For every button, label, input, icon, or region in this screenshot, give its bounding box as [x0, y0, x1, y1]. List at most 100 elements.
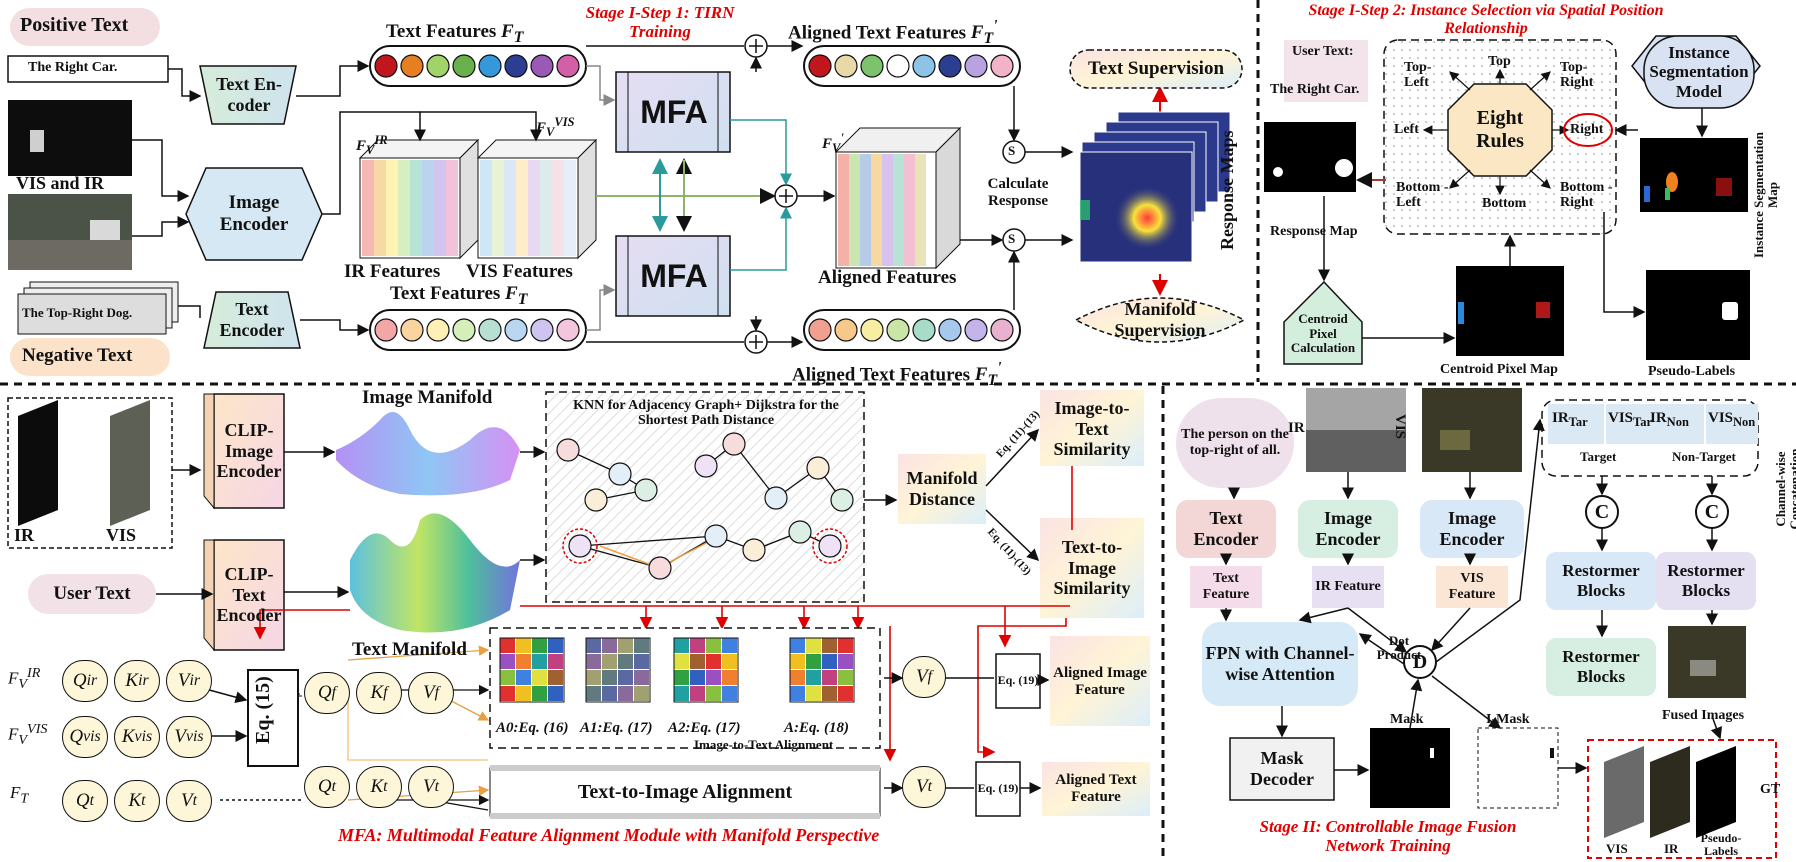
concat-operator-non-target: C [1704, 500, 1720, 523]
feature-dot [374, 54, 398, 78]
vis-tar-label: VISTar [1608, 410, 1653, 429]
aligned-features-label: Aligned Features [818, 267, 957, 288]
a-label: A:Eq. (18) [784, 720, 849, 736]
fv-ir-symbol: FVIR [356, 133, 388, 157]
br-image-encoder-vis: Image Encoder [1439, 508, 1505, 549]
rule-left: Left [1394, 122, 1419, 137]
pseudo-labels-label: Pseudo-Labels [1648, 364, 1736, 379]
rule-bottom-right: Bottom -Right [1560, 180, 1613, 211]
feature-dot [860, 54, 884, 78]
feature-dot [452, 54, 476, 78]
text-features-dots-top [374, 54, 580, 78]
graph-node [742, 538, 766, 562]
user-text-label: User Text: [1292, 44, 1354, 59]
graph-node [694, 454, 718, 478]
image-encoder: Image Encoder [219, 192, 289, 235]
restormer-blocks-2: Restormer Blocks [1667, 561, 1745, 600]
feature-dot [990, 54, 1014, 78]
mask-decoder: Mask Decoder [1250, 748, 1314, 789]
manifold-supervision: Manifold Supervision [1114, 299, 1206, 340]
alignment-matrices [499, 637, 855, 703]
mask-label: Mask [1390, 712, 1424, 727]
aligned-image-feature: Aligned Image Feature [1053, 664, 1147, 698]
fpn-channel-attention: FPN with Channel-wise Attention [1205, 643, 1355, 684]
feature-dot [478, 318, 502, 342]
restormer-blocks-1: Restormer Blocks [1562, 561, 1640, 600]
feature-dot [478, 54, 502, 78]
user-text-value: The Right Car. [1270, 82, 1360, 97]
ir-label: IR [14, 525, 35, 545]
mfa-caption: MFA: Multimodal Feature Alignment Module… [338, 825, 880, 845]
manifold-distance: Manifold Distance [906, 468, 978, 509]
a0-label: A0:Eq. (16) [496, 720, 569, 736]
text-feature-box: Text Feature [1202, 570, 1250, 602]
right-car-text: The Right Car. [28, 60, 118, 75]
graph-node [818, 534, 842, 558]
graph-node [722, 432, 746, 456]
text-encoder-top: Text En-coder [216, 74, 282, 115]
stage1-step2-caption: Stage I-Step 2: Instance Selection via S… [1308, 2, 1664, 37]
dot-product-label: Dot Product [1376, 633, 1422, 663]
feature-dot [938, 54, 962, 78]
graph-node [584, 488, 608, 512]
eight-rules: Eight Rules [1476, 107, 1524, 152]
fv-prime-symbol: FV' [822, 131, 844, 155]
clip-text-encoder: CLIP-Text Encoder [216, 563, 282, 626]
aligned-text-features-bottom-label: Aligned Text Features FT' [792, 360, 1002, 390]
rule-top: Top [1488, 54, 1511, 69]
feature-dot [374, 318, 398, 342]
text-manifold-label: Text Manifold [352, 639, 467, 660]
s-symbol-top: S [1008, 143, 1016, 158]
feature-dot [530, 54, 554, 78]
mfa-top: MFA [640, 93, 708, 130]
top-right-dog-text: The Top-Right Dog. [22, 305, 133, 320]
vis-label: VIS [106, 525, 137, 545]
d-operator: D [1412, 650, 1428, 673]
feature-dot [886, 318, 910, 342]
vis-and-ir-label: VIS and IR [16, 173, 105, 193]
rule-top-right: Top-Right [1560, 60, 1594, 91]
image-to-text-similarity: Image-to-Text Similarity [1053, 397, 1131, 460]
person-text: The person on the top-right of all. [1181, 426, 1289, 458]
feature-dot [808, 318, 832, 342]
feature-dot [426, 318, 450, 342]
text-features-dots-bottom [374, 318, 580, 342]
channel-wise-concatenation-label: Channel-wise Concatenation [1773, 448, 1796, 530]
text-features-bottom-label: Text Features FT [390, 283, 528, 308]
image-to-text-alignment-label: Image-to-Text Alignment [694, 737, 834, 752]
graph-node [568, 534, 592, 558]
user-text-pill: User Text [53, 583, 131, 605]
aligned-text-features-top-label: Aligned Text Features FT' [788, 18, 998, 48]
vis-features-label: VIS Features [466, 261, 573, 282]
aligned-text-feature: Aligned Text Feature [1055, 771, 1137, 805]
vis-feature-box: VIS Feature [1448, 570, 1496, 602]
ir-feature-box: IR Feature [1315, 578, 1381, 594]
ir-features-label: IR Features [344, 261, 441, 282]
graph-node [556, 438, 580, 462]
feature-dot [912, 54, 936, 78]
feature-dot [808, 54, 832, 78]
adjacency-graph [556, 432, 854, 580]
ir-tar-label: IRTar [1552, 410, 1588, 429]
knn-caption: KNN for Adjacency Graph+ Dijkstra for th… [573, 398, 839, 429]
instance-segmentation-map-label: Instance Segmentation Map [1751, 131, 1781, 259]
eq-19-upper: Eq. (19) [997, 673, 1039, 688]
eq-19-lower: Eq. (19) [977, 781, 1019, 796]
graph-node [806, 456, 830, 480]
feature-dot [834, 54, 858, 78]
feature-dot [938, 318, 962, 342]
graph-node [648, 556, 672, 580]
calculate-response-label: Calculate Response [987, 176, 1049, 209]
